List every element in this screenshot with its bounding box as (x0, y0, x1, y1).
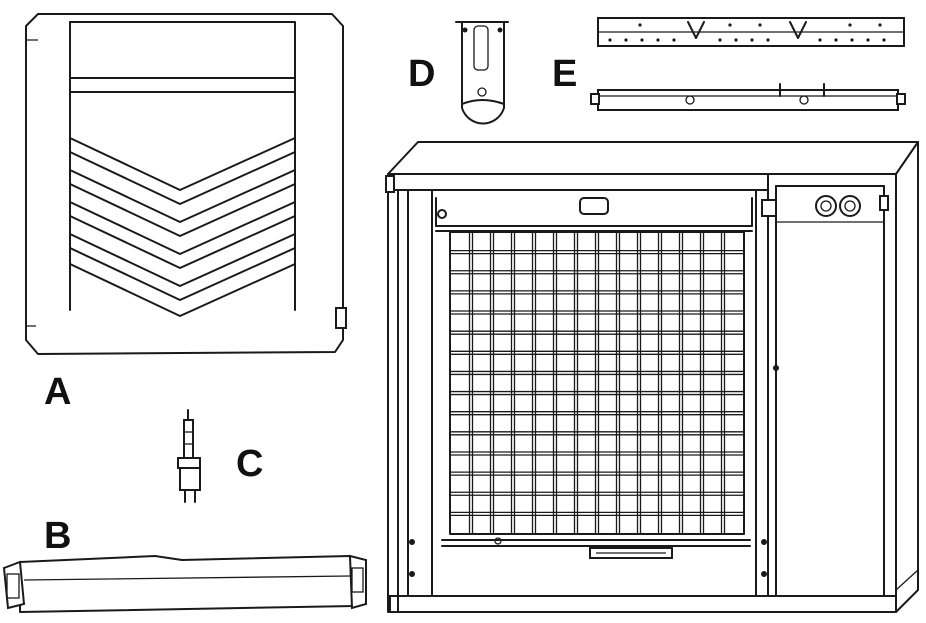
rail-lower (590, 83, 906, 111)
top-latch (579, 197, 609, 215)
heating-element-grid (449, 231, 745, 535)
label-a: A (44, 371, 71, 413)
heater-cabinet (385, 141, 919, 613)
part-e-rails (590, 17, 906, 111)
part-a-front-grille (25, 13, 347, 355)
part-b-burner-tube (2, 554, 367, 613)
part-d-bracket (455, 21, 509, 125)
label-c: C (236, 443, 263, 485)
label-d: D (408, 53, 435, 95)
control-panel (761, 185, 889, 597)
control-knob-left (815, 195, 837, 217)
control-knob-right (839, 195, 861, 217)
rail-upper (597, 17, 905, 47)
part-c-igniter (177, 409, 201, 503)
grille-louvers (69, 137, 296, 317)
label-e: E (552, 53, 577, 95)
label-b: B (44, 515, 71, 557)
